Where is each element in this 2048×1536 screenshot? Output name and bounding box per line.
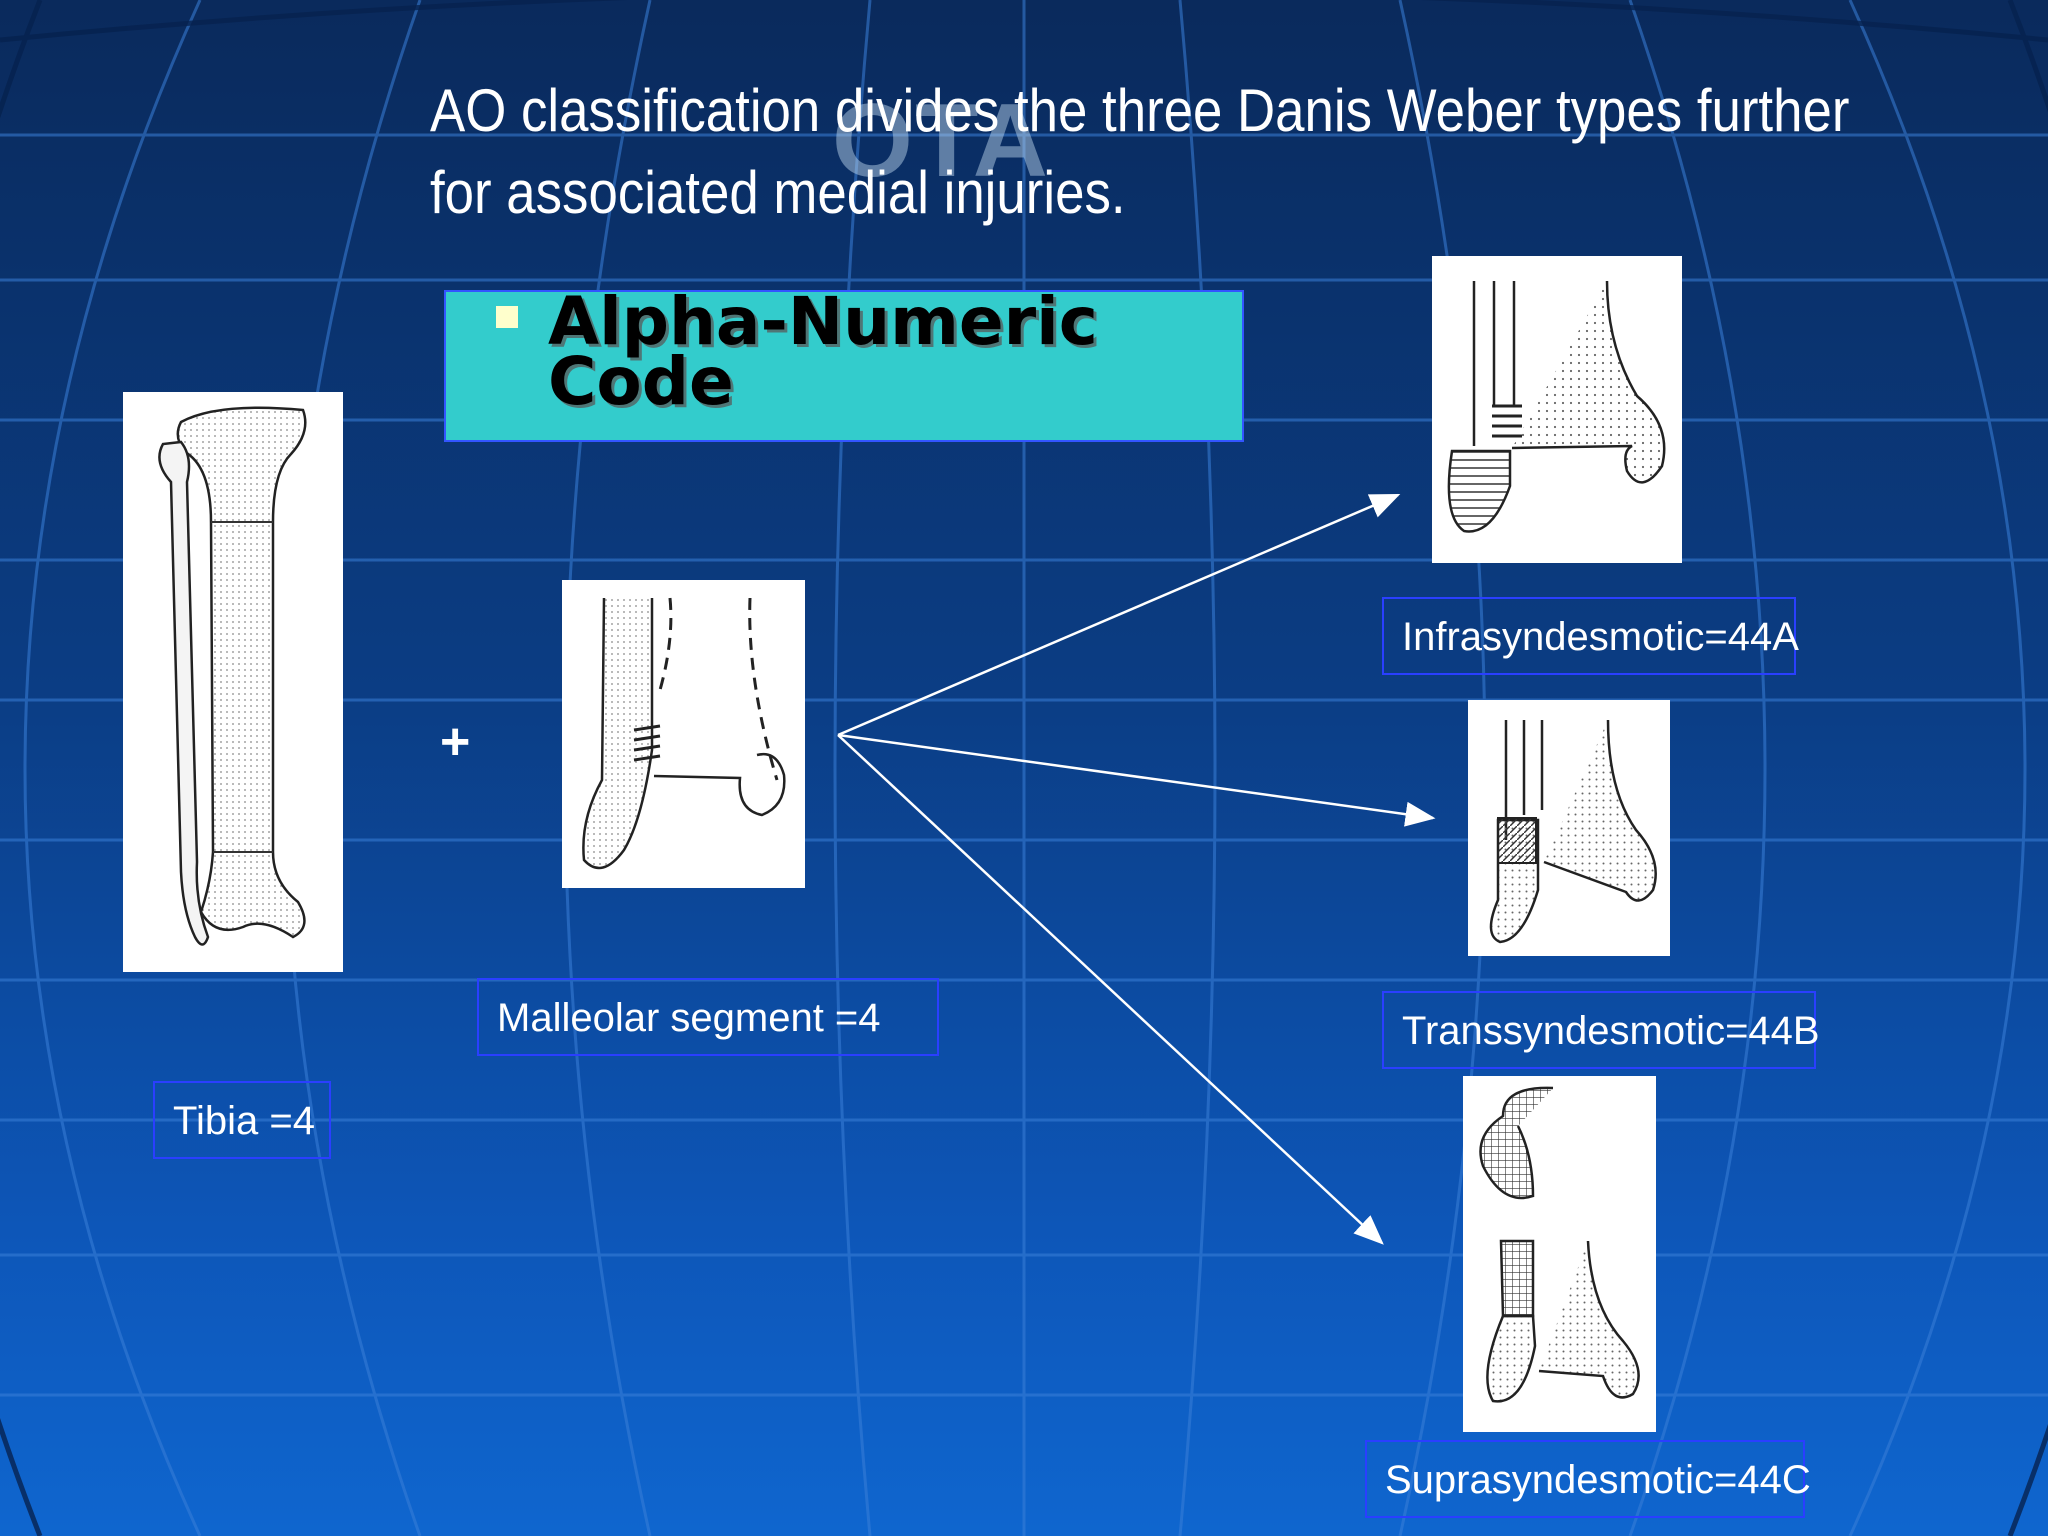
tibia-bone-icon	[158, 406, 307, 946]
transsyndesmotic-bone-icon	[1489, 719, 1657, 944]
tibia-illustration	[123, 392, 343, 972]
type-a-illustration	[1432, 256, 1682, 563]
malleolus-bone-icon	[582, 597, 786, 870]
infrasyndesmotic-bone-icon	[1447, 280, 1666, 533]
code-box-line-2: Code	[548, 343, 734, 420]
plus-sign: +	[440, 713, 471, 771]
suprasyndesmotic-bone-icon	[1479, 1086, 1640, 1403]
headline-line-1: AO classification divides the three Dani…	[430, 77, 1850, 144]
bullet-square-icon	[496, 306, 518, 328]
transsyndesmotic-label: Transsyndesmotic=44B	[1382, 991, 1820, 1069]
code-box: Alpha-Numeric Code	[444, 283, 1244, 442]
malleolar-illustration	[562, 580, 805, 888]
code-box-line-1: Alpha-Numeric	[548, 283, 1098, 360]
headline-line-2: for associated medial injuries.	[430, 159, 1126, 226]
infrasyndesmotic-label: Infrasyndesmotic=44A	[1382, 597, 1799, 675]
tibia-label: Tibia =4	[153, 1081, 331, 1159]
code-box-text: Alpha-Numeric Code	[548, 283, 1238, 420]
type-b-illustration	[1468, 700, 1670, 956]
type-c-illustration	[1463, 1076, 1656, 1432]
malleolar-segment-label: Malleolar segment =4	[477, 978, 939, 1056]
suprasyndesmotic-label: Suprasyndesmotic=44C	[1365, 1440, 1811, 1518]
watermark-text: OTA	[832, 83, 1050, 199]
slide-headline: AO classification divides the three Dani…	[430, 70, 1850, 234]
